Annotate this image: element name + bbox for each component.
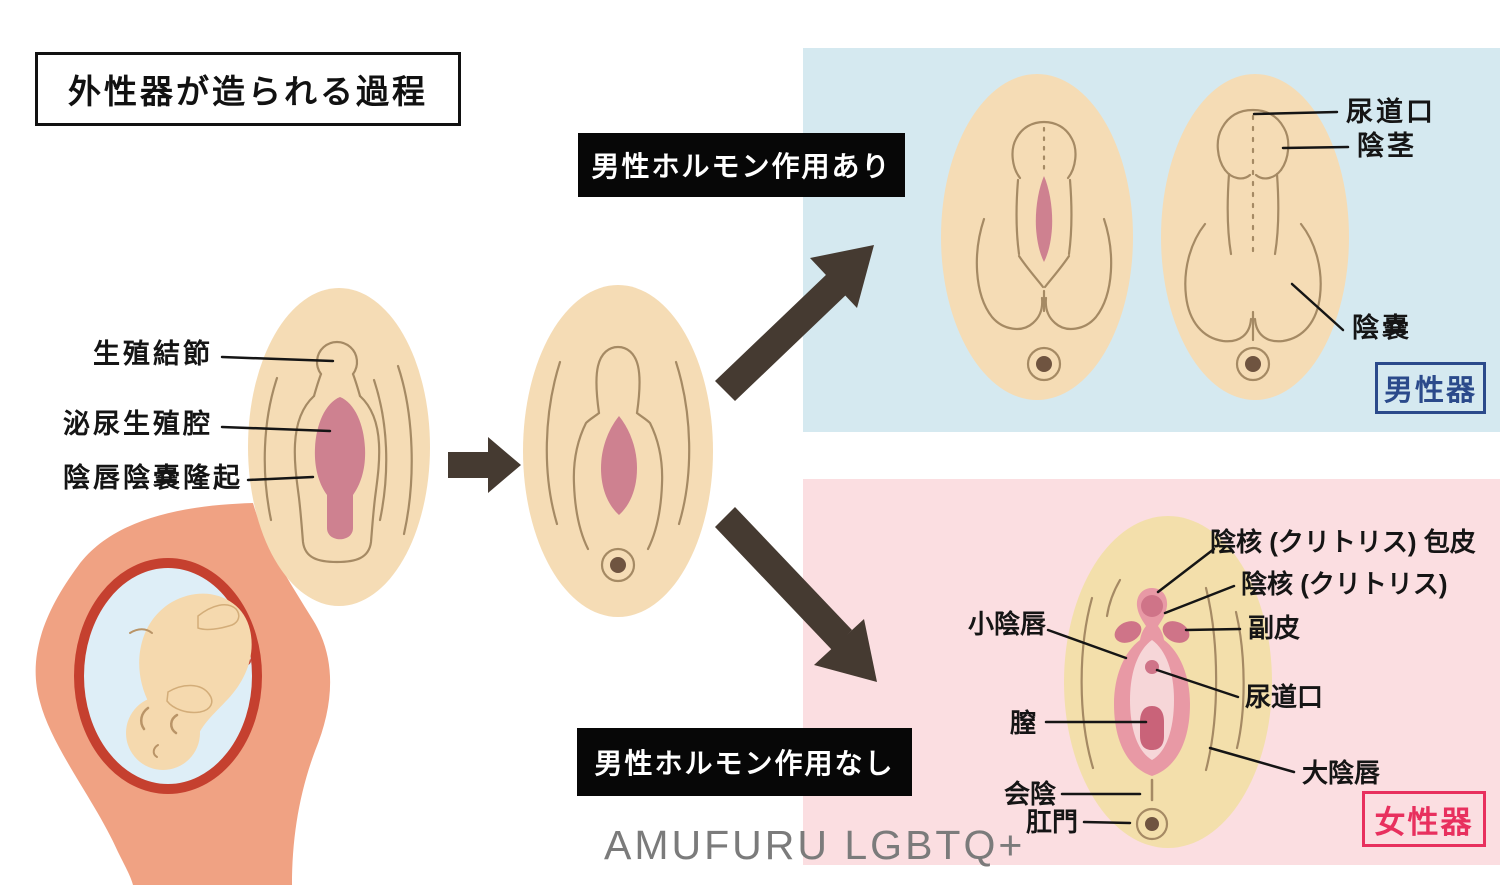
early-genital-diagram [248,288,430,606]
anus-outline [1135,807,1169,841]
anus-dot [1145,817,1159,831]
genital-tubercle-outline [315,340,359,376]
female-genitalia-badge: 女性器 [1362,791,1486,847]
page-title: 外性器が造られる過程 [35,52,461,126]
label-vagina: 膣 [1009,708,1036,738]
clitoris-shape [1141,595,1163,617]
accessory-fold-right [1162,621,1190,643]
scrotum-lobe-left [1184,222,1253,343]
label-female-urethral-opening: 尿道口 [1245,682,1324,712]
arrow-right-icon [448,437,521,493]
urogenital-slit [601,416,637,515]
label-anus: 肛門 [1025,807,1078,837]
label-scrotum: 陰嚢 [1352,313,1412,343]
label-labia-minora: 小陰唇 [967,609,1046,639]
label-urogenital-sinus: 泌尿生殖腔 [63,409,213,439]
arrow-up-right-icon [715,245,874,401]
watermark-text: AMUFURU LGBTQ+ [604,822,1026,868]
urogenital-sinus-shape [314,397,366,540]
label-clitoris: 陰核 (クリトリス) [1241,569,1448,599]
leader-lines [220,110,1350,825]
male-branch-panel [803,48,1500,432]
label-accessory-fold: 副皮 [1248,613,1301,643]
scrotum-lobe-right [1044,217,1113,331]
label-labioscrotal-swelling: 陰唇陰嚢隆起 [63,463,243,493]
urethral-slit [1035,176,1053,262]
vaginal-opening-shape [1140,706,1164,750]
label-genital-tubercle: 生殖結節 [93,339,213,369]
label-labia-majora: 大陰唇 [1302,758,1381,788]
arrow-down-right-icon [715,507,877,682]
label-clitoral-hood: 陰核 (クリトリス) 包皮 [1210,527,1476,557]
anus-outline [600,547,636,583]
male-diagram-late [1161,74,1349,400]
anus-dot [610,557,626,573]
label-male-urethral-opening: 尿道口 [1346,97,1436,127]
female-diagram [1064,516,1272,848]
female-branch-header: 男性ホルモン作用なし [577,728,912,796]
urethral-dot [1145,660,1159,674]
scrotum-lobe-right [1253,222,1322,343]
labioscrotal-outline [293,394,381,564]
mid-genital-diagram [523,285,713,617]
accessory-fold-left [1114,621,1142,643]
label-perineum: 会陰 [1003,779,1056,809]
label-penis: 陰茎 [1357,131,1417,161]
glans-outline [1216,108,1290,172]
fetus [126,593,252,770]
pregnant-body-illustration [35,503,331,885]
male-branch-header: 男性ホルモン作用あり [578,133,905,197]
scrotum-lobe-left [975,217,1044,331]
male-diagram-early [941,74,1133,400]
glans-outline [1011,120,1077,180]
male-genitalia-badge: 男性器 [1375,362,1486,414]
